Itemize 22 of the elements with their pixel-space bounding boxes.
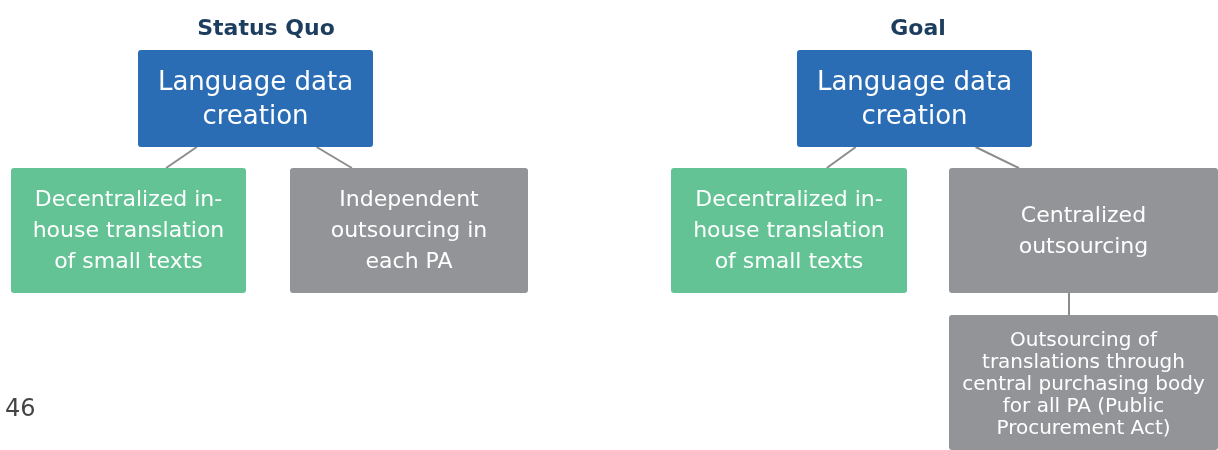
box-text: Outsourcing of translations through central purchasing body for all PA (Public Procurement Act) [961,327,1206,438]
connector-line [315,146,353,169]
connector-line [165,146,198,169]
box-text: Decentralized in-house translation of small texts [692,185,886,275]
process-box [138,50,373,147]
connector-line [974,146,1020,169]
process-box [11,168,246,293]
connector-line [825,146,857,169]
process-box [797,50,1032,147]
heading: Status Quo [196,14,336,40]
heading: Goal [889,14,947,40]
box-text: Decentralized in-house translation of small texts [31,185,226,275]
process-box [949,315,1218,450]
box-text: Language data creation [815,64,1014,132]
process-box [671,168,907,293]
process-box [290,168,528,293]
process-box [949,168,1218,293]
box-text: Independent outsourcing in each PA [329,185,489,275]
box-text: Language data creation [156,64,355,132]
box-text: Centralized outsourcing [1017,200,1150,260]
page-number: 46 [5,393,36,422]
connector-line [1068,292,1070,316]
